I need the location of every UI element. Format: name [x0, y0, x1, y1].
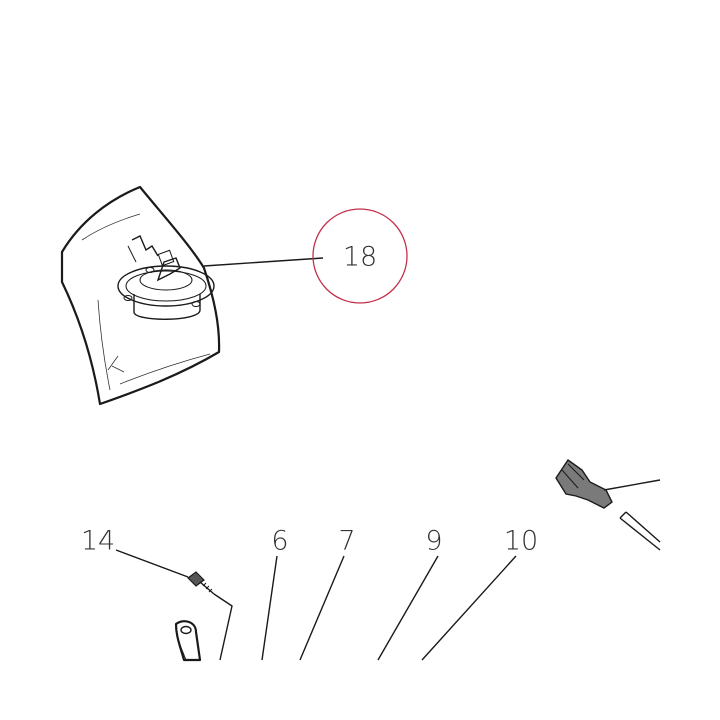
leader-line-9: [377, 555, 439, 661]
callout-18-highlight-circle: [312, 208, 408, 304]
leader-line-10: [421, 555, 517, 661]
callout-6-label[interactable]: 6: [271, 525, 289, 557]
callout-18-label[interactable]: 18: [342, 241, 378, 273]
cable-clip-part[interactable]: [555, 459, 661, 551]
leader-line-6: [261, 555, 278, 661]
callout-10-label[interactable]: 10: [503, 525, 539, 557]
callout-7-label[interactable]: 7: [338, 525, 356, 557]
leader-line-14: [115, 549, 189, 578]
bracket-part[interactable]: [174, 620, 202, 662]
callout-14-label[interactable]: 14: [80, 525, 116, 557]
fuel-tank-cap-assembly[interactable]: [60, 185, 324, 406]
leader-line-18: [203, 257, 324, 267]
leader-line-7: [299, 555, 345, 661]
callout-9-label[interactable]: 9: [425, 525, 443, 557]
bolt-part[interactable]: [115, 549, 233, 661]
